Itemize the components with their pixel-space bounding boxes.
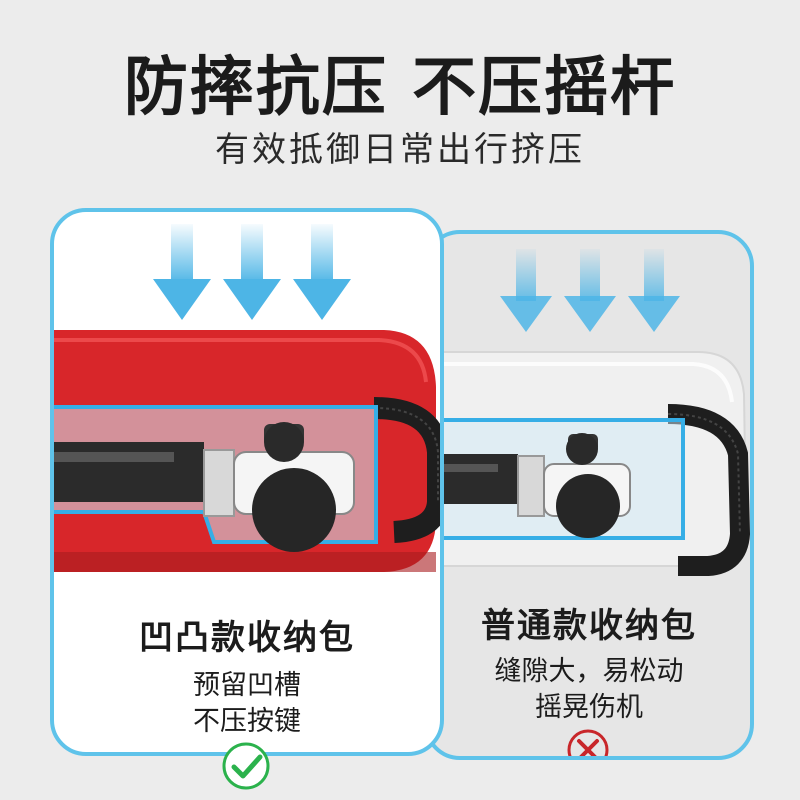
console-cross-section — [54, 405, 378, 552]
down-arrow-icon — [500, 249, 552, 332]
check-icon — [222, 742, 270, 790]
card-description-line: 摇晃伤机 — [535, 692, 643, 723]
card-description-line: 缝隙大，易松动 — [494, 656, 684, 687]
headline: 防摔抗压 不压摇杆 — [123, 51, 677, 125]
normal-case-illustration — [428, 249, 750, 576]
subheadline: 有效抵御日常出行挤压 — [215, 130, 585, 170]
down-arrow-icon — [293, 224, 351, 320]
normal-case-card: 普通款收纳包 缝隙大，易松动 摇晃伤机 — [424, 230, 754, 760]
down-arrow-icon — [628, 249, 680, 332]
recessed-case-illustration — [54, 224, 440, 572]
recessed-case-card: 凹凸款收纳包 预留凹槽 不压按键 — [50, 208, 444, 756]
down-arrow-icon — [153, 224, 211, 320]
pressure-arrows — [153, 224, 351, 320]
zipper — [373, 397, 440, 543]
console-cross-section — [428, 418, 685, 540]
card-title: 凹凸款收纳包 — [139, 618, 355, 658]
card-title: 普通款收纳包 — [481, 606, 697, 646]
cross-icon — [567, 729, 609, 756]
down-arrow-icon — [223, 224, 281, 320]
pressure-arrows — [500, 249, 680, 332]
card-description-line: 不压按键 — [193, 706, 301, 737]
down-arrow-icon — [564, 249, 616, 332]
zipper — [667, 404, 750, 576]
card-description-line: 预留凹槽 — [193, 670, 301, 701]
